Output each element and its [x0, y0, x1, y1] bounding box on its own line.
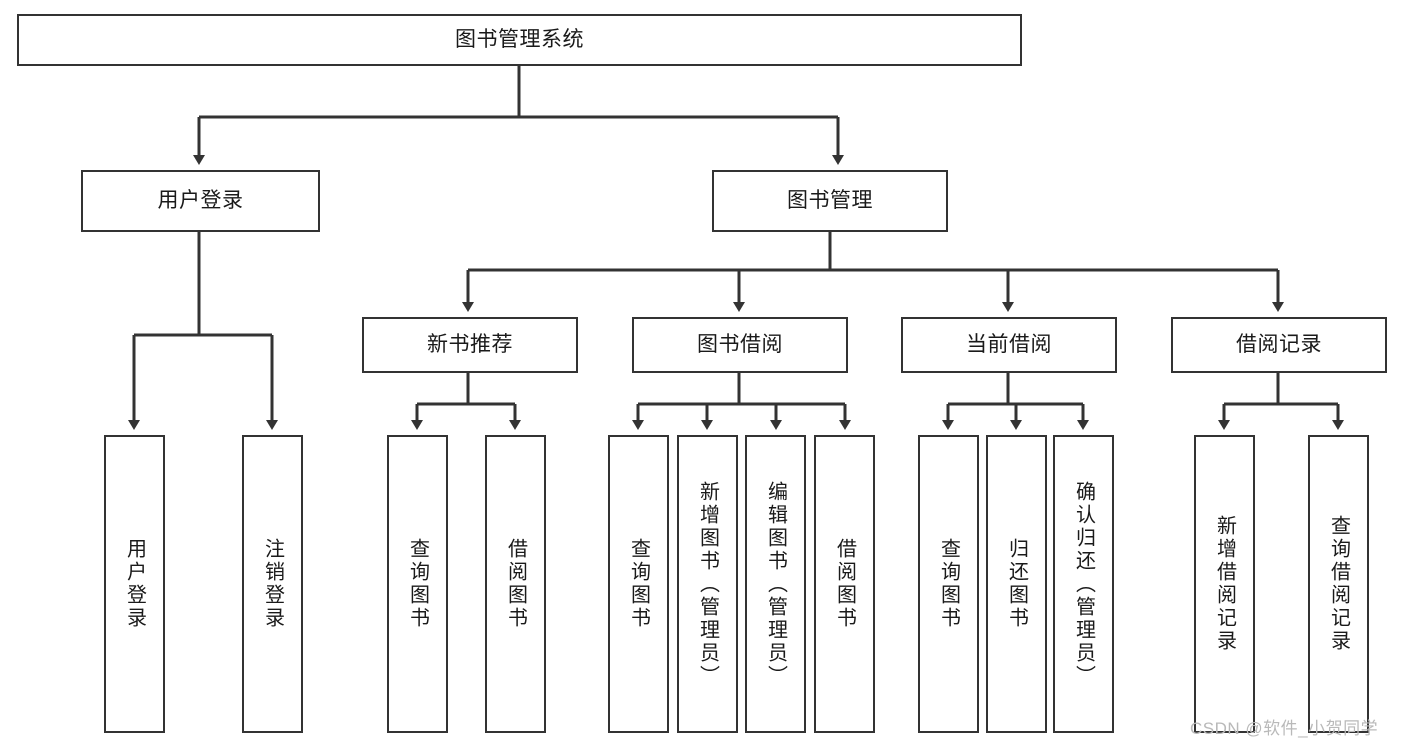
- node-leaf-query-book-1[interactable]: 查询图书: [387, 435, 448, 733]
- node-leaf-return-book[interactable]: 归还图书: [986, 435, 1047, 733]
- node-leaf-query-book-3[interactable]: 查询图书: [918, 435, 979, 733]
- node-leaf-confirm-return-label: 确认归还（管理员）: [1072, 480, 1095, 688]
- node-leaf-edit-book-label: 编辑图书（管理员）: [764, 480, 787, 688]
- node-leaf-borrow-book-1-label: 借阅图书: [504, 538, 527, 630]
- node-borrow-record-label: 借阅记录: [1236, 332, 1322, 356]
- node-book-manage-label: 图书管理: [787, 188, 873, 212]
- node-leaf-add-record-label: 新增借阅记录: [1213, 515, 1236, 653]
- node-user-login[interactable]: 用户登录: [81, 170, 320, 232]
- node-root[interactable]: 图书管理系统: [17, 14, 1022, 66]
- node-book-manage[interactable]: 图书管理: [712, 170, 948, 232]
- node-leaf-edit-book[interactable]: 编辑图书（管理员）: [745, 435, 806, 733]
- node-root-label: 图书管理系统: [455, 27, 584, 51]
- node-leaf-query-book-3-label: 查询图书: [937, 538, 960, 630]
- node-leaf-borrow-book-2-label: 借阅图书: [833, 538, 856, 630]
- node-book-borrow[interactable]: 图书借阅: [632, 317, 848, 373]
- node-leaf-query-book-2[interactable]: 查询图书: [608, 435, 669, 733]
- node-user-login-label: 用户登录: [157, 188, 244, 212]
- node-leaf-add-book[interactable]: 新增图书（管理员）: [677, 435, 738, 733]
- node-current-borrow[interactable]: 当前借阅: [901, 317, 1117, 373]
- node-borrow-record[interactable]: 借阅记录: [1171, 317, 1387, 373]
- node-leaf-user-login[interactable]: 用户登录: [104, 435, 165, 733]
- node-leaf-logout-login[interactable]: 注销登录: [242, 435, 303, 733]
- node-leaf-add-book-label: 新增图书（管理员）: [696, 480, 719, 688]
- node-new-book-recommend[interactable]: 新书推荐: [362, 317, 578, 373]
- node-leaf-return-book-label: 归还图书: [1005, 538, 1028, 630]
- node-current-borrow-label: 当前借阅: [966, 332, 1052, 356]
- node-leaf-borrow-book-1[interactable]: 借阅图书: [485, 435, 546, 733]
- node-book-borrow-label: 图书借阅: [697, 332, 783, 356]
- node-new-book-recommend-label: 新书推荐: [427, 332, 513, 356]
- node-leaf-query-record[interactable]: 查询借阅记录: [1308, 435, 1369, 733]
- node-leaf-logout-login-label: 注销登录: [261, 538, 284, 630]
- node-leaf-confirm-return[interactable]: 确认归还（管理员）: [1053, 435, 1114, 733]
- node-leaf-user-login-label: 用户登录: [123, 538, 146, 630]
- node-leaf-borrow-book-2[interactable]: 借阅图书: [814, 435, 875, 733]
- node-leaf-add-record[interactable]: 新增借阅记录: [1194, 435, 1255, 733]
- node-leaf-query-book-1-label: 查询图书: [406, 538, 429, 630]
- node-leaf-query-book-2-label: 查询图书: [627, 538, 650, 630]
- node-leaf-query-record-label: 查询借阅记录: [1327, 515, 1350, 653]
